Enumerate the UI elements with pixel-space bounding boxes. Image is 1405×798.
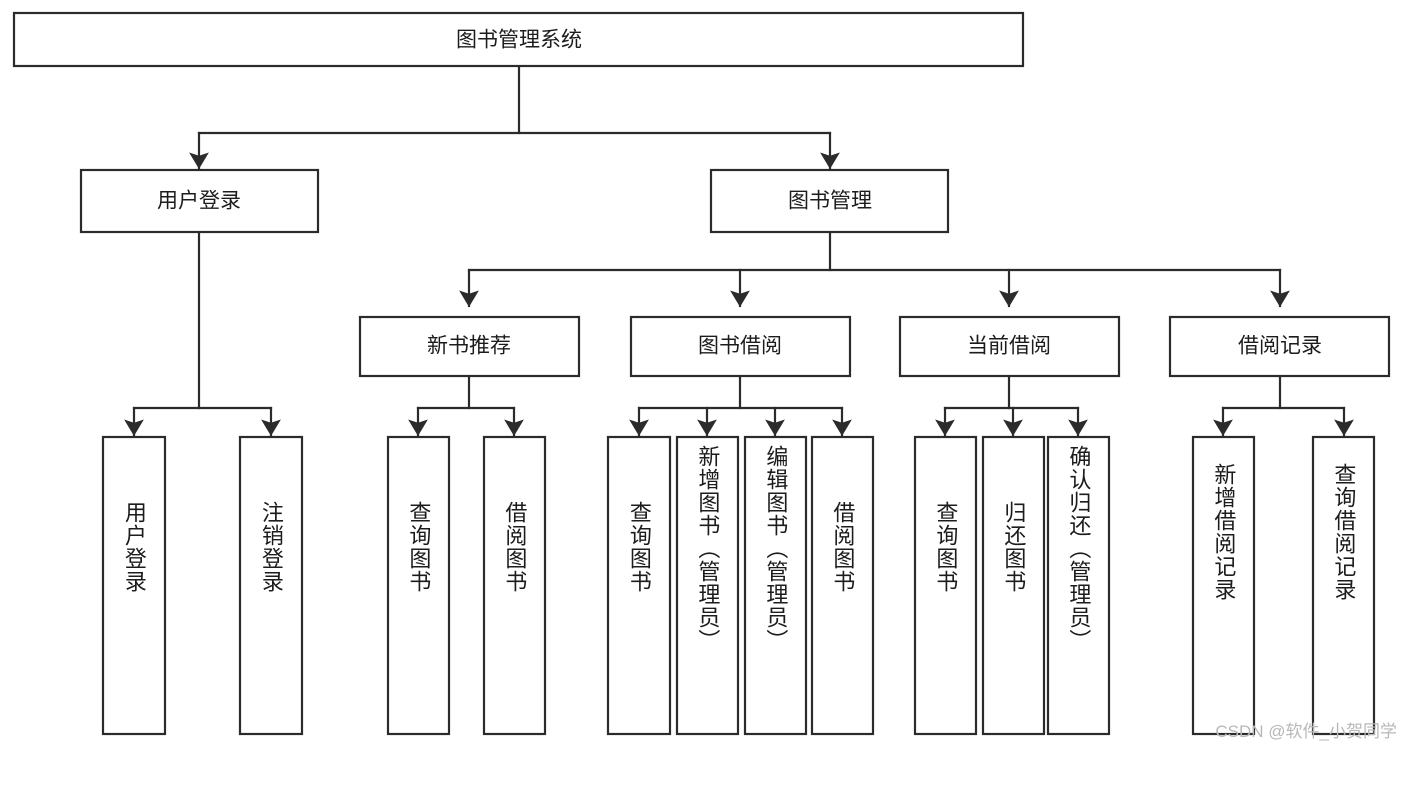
node-user-login[interactable]: 用户登录 bbox=[79, 168, 320, 234]
edge-group-new-book-recommend-to-leaves bbox=[408, 374, 524, 437]
leaf-box-new-book-2[interactable] bbox=[482, 435, 547, 736]
node-book-borrow-label: 图书借阅 bbox=[698, 335, 782, 358]
leaf-box-borrow-record-2[interactable] bbox=[1311, 435, 1376, 736]
node-root[interactable]: 图书管理系统 bbox=[12, 11, 1025, 68]
node-current-borrow-box[interactable] bbox=[898, 315, 1121, 378]
node-new-book-recommend[interactable]: 新书推荐 bbox=[358, 315, 581, 378]
leaf-box-current-borrow-2[interactable] bbox=[981, 435, 1046, 736]
node-root-label: 图书管理系统 bbox=[456, 29, 582, 52]
node-book-manage[interactable]: 图书管理 bbox=[709, 168, 950, 234]
node-user-login-box[interactable] bbox=[79, 168, 320, 234]
node-book-manage-box[interactable] bbox=[709, 168, 950, 234]
leaf-box-book-borrow-1[interactable] bbox=[606, 435, 672, 736]
watermark-text: CSDN @软件_小贺同学 bbox=[1215, 722, 1397, 741]
node-borrow-record-box[interactable] bbox=[1168, 315, 1391, 378]
leaf-box-user-login-2[interactable] bbox=[238, 435, 304, 736]
leaf-box-new-book-1[interactable] bbox=[386, 435, 451, 736]
leaf-boxes bbox=[101, 435, 1376, 736]
leaf-box-current-borrow-1[interactable] bbox=[913, 435, 978, 736]
node-user-login-label: 用户登录 bbox=[157, 190, 241, 213]
edge-group-root-to-level2 bbox=[189, 64, 840, 170]
leaf-box-user-login-1[interactable] bbox=[101, 435, 167, 736]
node-book-manage-label: 图书管理 bbox=[788, 190, 872, 213]
node-borrow-record-label: 借阅记录 bbox=[1238, 335, 1322, 358]
edge-group-user-login-to-leaves bbox=[124, 231, 281, 437]
leaf-box-borrow-record-1[interactable] bbox=[1191, 435, 1256, 736]
edge-group-current-borrow-to-leaves bbox=[935, 374, 1088, 437]
node-new-book-recommend-box[interactable] bbox=[358, 315, 581, 378]
node-book-borrow-box[interactable] bbox=[629, 315, 852, 378]
node-new-book-recommend-label: 新书推荐 bbox=[427, 335, 511, 358]
node-root-box[interactable] bbox=[12, 11, 1025, 68]
edge-group-book-borrow-to-leaves bbox=[629, 374, 852, 437]
leaf-box-book-borrow-4[interactable] bbox=[810, 435, 875, 736]
functional-structure-diagram: 图书管理系统 用户登录 图书管理 新书推荐 图书借阅 当前借阅 借阅记录 bbox=[12, 11, 1397, 741]
node-book-borrow[interactable]: 图书借阅 bbox=[629, 315, 852, 378]
node-current-borrow[interactable]: 当前借阅 bbox=[898, 315, 1121, 378]
node-borrow-record[interactable]: 借阅记录 bbox=[1168, 315, 1391, 378]
tree-svg-canvas: 图书管理系统 用户登录 图书管理 新书推荐 图书借阅 当前借阅 借阅记录 bbox=[12, 11, 1391, 736]
node-current-borrow-label: 当前借阅 bbox=[967, 335, 1051, 358]
edge-group-borrow-record-to-leaves bbox=[1213, 374, 1354, 437]
edge-group-book-manage-to-level3 bbox=[459, 231, 1290, 308]
leaf-box-book-borrow-2[interactable] bbox=[675, 435, 740, 736]
leaf-box-book-borrow-3[interactable] bbox=[743, 435, 808, 736]
leaf-box-current-borrow-3[interactable] bbox=[1046, 435, 1111, 736]
